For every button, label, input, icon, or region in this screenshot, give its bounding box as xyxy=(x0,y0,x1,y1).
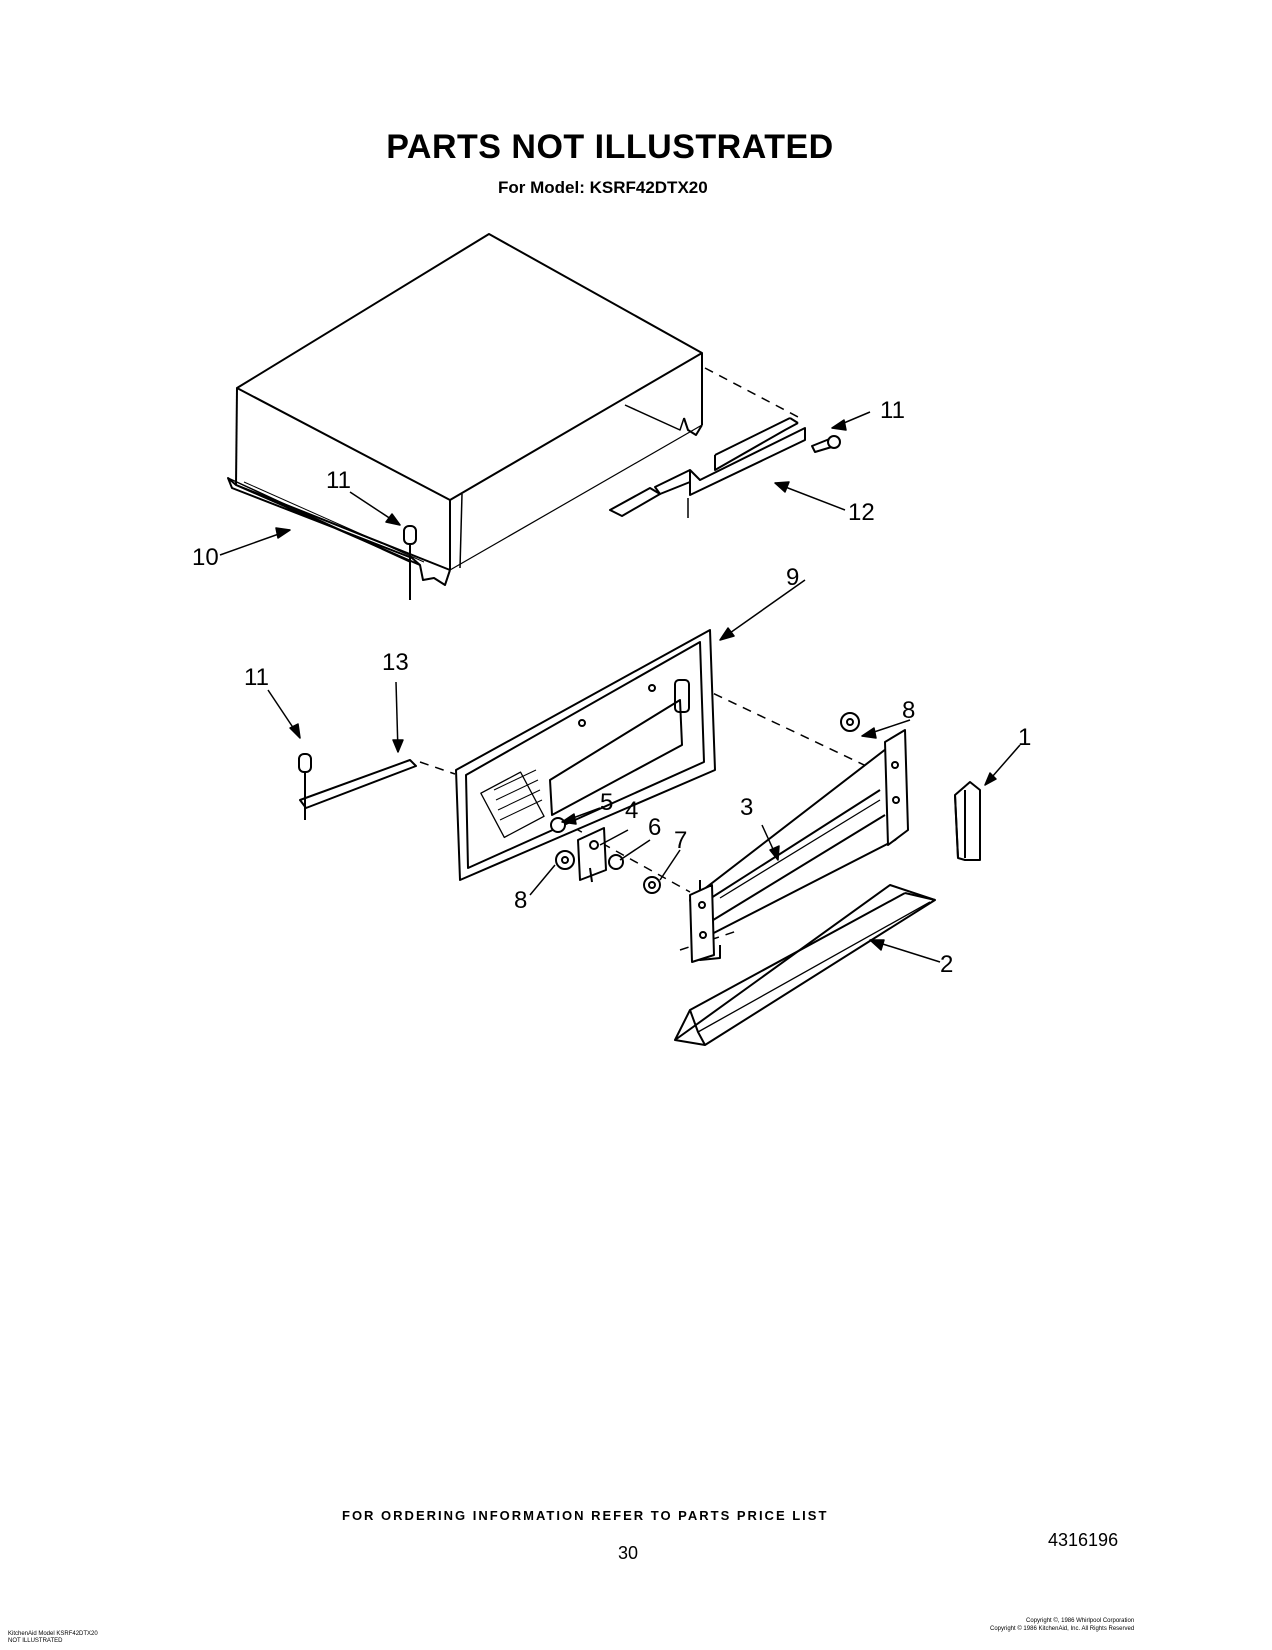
copyright-line-2: Copyright © 1986 KitchenAid, Inc. All Ri… xyxy=(990,1626,1135,1632)
callout-labels: 11 12 10 11 9 11 13 8 1 5 4 6 7 3 8 2 xyxy=(192,397,1031,978)
callout-7: 7 xyxy=(674,827,687,854)
callout-5: 5 xyxy=(600,789,613,816)
page-title: PARTS NOT ILLUSTRATED xyxy=(386,128,834,166)
screw-11-b xyxy=(811,435,841,453)
copyright-line-1: Copyright ©, 1986 Whirlpool Corporation xyxy=(1026,1618,1135,1624)
callout-4: 4 xyxy=(625,797,638,824)
page-number: 30 xyxy=(618,1543,639,1563)
nut-8-right xyxy=(840,712,860,732)
model-subtitle: For Model: KSRF42DTX20 xyxy=(498,178,708,197)
hardware-cluster xyxy=(550,817,661,894)
callout-11-right: 11 xyxy=(880,397,905,424)
callout-8-left: 8 xyxy=(514,887,527,914)
callout-3: 3 xyxy=(740,794,753,821)
footer-model-line: KitchenAid Model KSRF42DTX20 xyxy=(8,1631,98,1637)
leader-lines xyxy=(219,411,1021,963)
callout-8-right: 8 xyxy=(902,697,915,724)
callout-9: 9 xyxy=(786,564,799,591)
bracket-1 xyxy=(954,781,981,861)
control-panel-9 xyxy=(455,629,716,881)
bracket-12 xyxy=(609,417,806,518)
footer-section-line: NOT ILLUSTRATED xyxy=(8,1638,63,1644)
footer-model-note: KitchenAid Model KSRF42DTX20 NOT ILLUSTR… xyxy=(8,1631,98,1645)
callout-6: 6 xyxy=(648,814,661,841)
trim-2 xyxy=(674,884,936,1046)
bottom-rail xyxy=(227,477,425,566)
copyright-note: Copyright ©, 1986 Whirlpool Corporation … xyxy=(990,1617,1134,1633)
callout-13: 13 xyxy=(382,649,409,676)
callout-11-left: 11 xyxy=(244,664,269,691)
slide-rail-3 xyxy=(689,729,909,963)
document-number: 4316196 xyxy=(1048,1530,1119,1550)
rod-13 xyxy=(298,753,417,820)
callout-12: 12 xyxy=(848,499,875,526)
callout-2: 2 xyxy=(940,951,953,978)
screw-11-a xyxy=(403,525,417,600)
ordering-note: FOR ORDERING INFORMATION REFER TO PARTS … xyxy=(342,1508,829,1523)
top-cabinet xyxy=(235,233,703,586)
callout-1: 1 xyxy=(1018,724,1031,751)
callout-10: 10 xyxy=(192,544,219,571)
callout-11-top: 11 xyxy=(326,467,351,494)
